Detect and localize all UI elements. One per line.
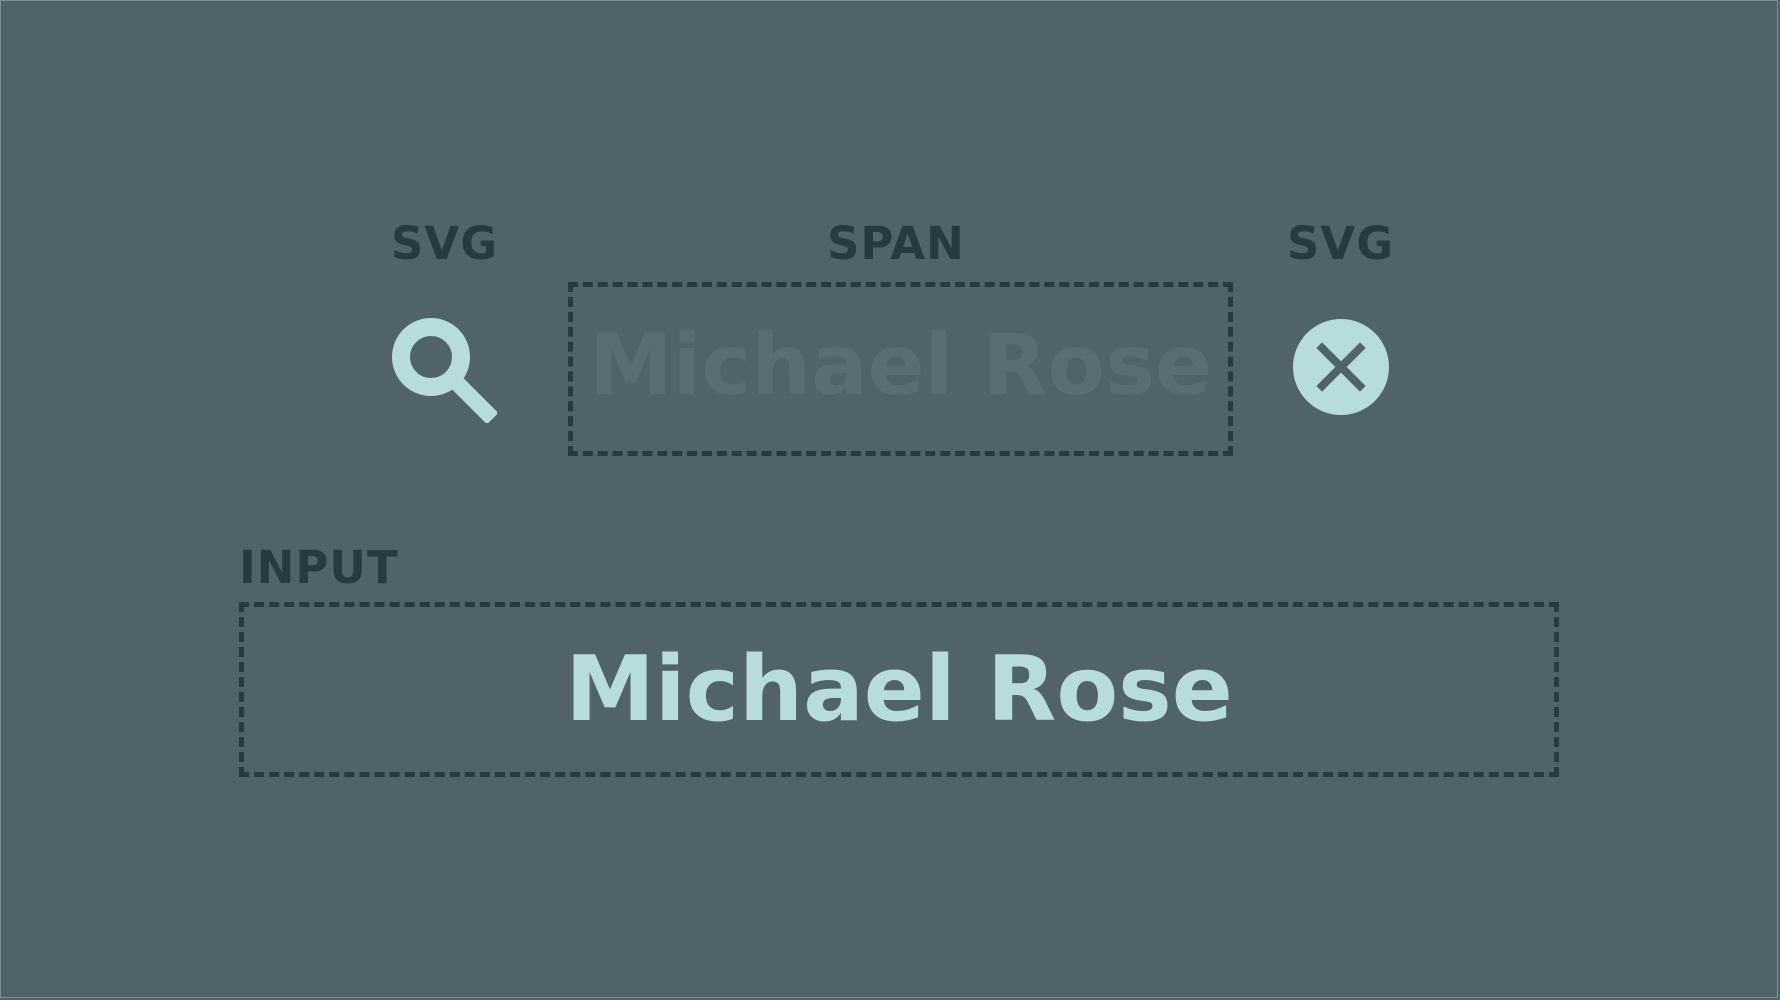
search-icon-svg: [392, 318, 499, 425]
input-dashed-box: Michael Rose: [239, 602, 1559, 777]
input-label: INPUT: [239, 541, 399, 594]
span-dashed-box: Michael Rose: [568, 282, 1233, 456]
input-text: Michael Rose: [565, 636, 1233, 742]
search-icon: [391, 317, 499, 425]
span-label: SPAN: [827, 217, 965, 270]
close-icon: [1291, 317, 1391, 417]
close-icon-svg: [1293, 319, 1389, 415]
span-text: Michael Rose: [588, 316, 1213, 414]
svg-label-right: SVG: [1287, 217, 1395, 270]
svg-label-left: SVG: [391, 217, 499, 270]
